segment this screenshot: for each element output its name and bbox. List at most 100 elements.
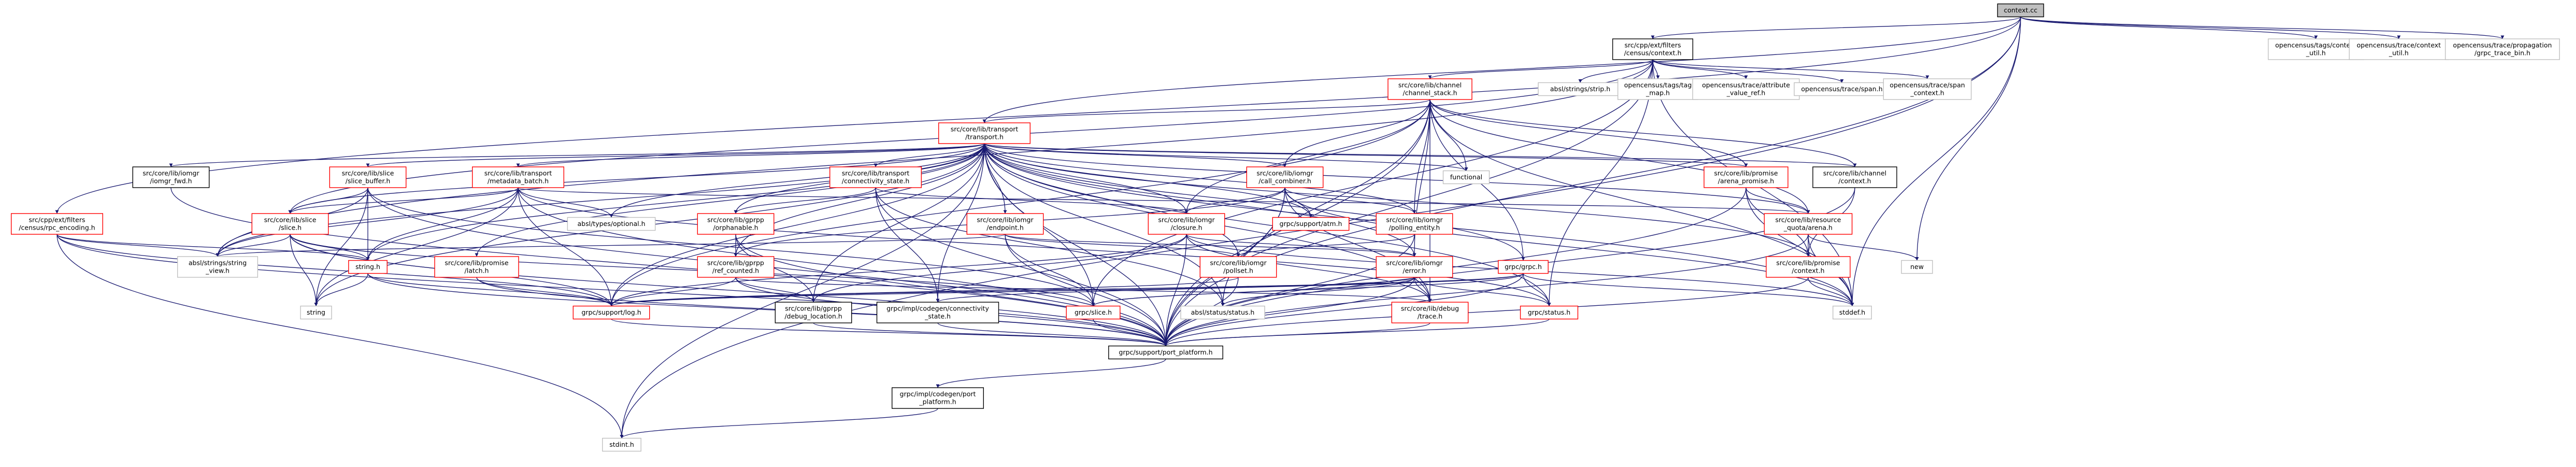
node-absl-string-view-h[interactable]: absl/strings/string_view.h xyxy=(177,256,259,278)
node-channel-context-h[interactable]: src/core/lib/channel/context.h xyxy=(1812,166,1897,188)
node-opencensus-tags-tag-map-h[interactable]: opencensus/tags/tag_map.h xyxy=(1617,78,1699,100)
edge-resource-quota-arena-h-to-port-platform-h xyxy=(1164,234,1809,346)
edge xyxy=(1164,234,1809,346)
node-impl-connectivity-state-h[interactable]: grpc/impl/codegen/connectivity_state.h xyxy=(876,302,999,323)
node-new[interactable]: new xyxy=(1901,260,1933,274)
edge xyxy=(936,359,1166,388)
node-grpc-slice-h[interactable]: grpc/slice.h xyxy=(1066,305,1121,320)
edge xyxy=(2020,16,2318,39)
edge-connectivity-state-h-to-orphanable-h xyxy=(734,187,876,214)
node-opencensus-trace-context-util-h[interactable]: opencensus/trace/context_util.h xyxy=(2349,38,2449,60)
edge-transport-metadata-batch-h-to-port-platform-h xyxy=(518,187,1168,346)
node-label: /endpoint.h xyxy=(986,224,1024,232)
edge-transport-h-to-stdint-h xyxy=(620,143,985,438)
node-grpc-status-h[interactable]: grpc/status.h xyxy=(1520,305,1579,320)
node-impl-port-platform-h[interactable]: grpc/impl/codegen/port_platform.h xyxy=(891,387,984,409)
node-absl-optional-h[interactable]: absl/types/optional.h xyxy=(567,217,656,231)
node-resource-quota-arena-h[interactable]: src/core/lib/resource_quota/arena.h xyxy=(1764,213,1853,235)
node-closure-h[interactable]: src/core/lib/iomgr/closure.h xyxy=(1148,213,1225,235)
node-functional[interactable]: functional xyxy=(1442,170,1490,185)
node-box xyxy=(300,305,332,320)
node-orphanable-h[interactable]: src/core/lib/gprpp/orphanable.h xyxy=(697,213,775,235)
node-box xyxy=(1812,166,1897,188)
node-connectivity-state-h[interactable]: src/core/lib/transport/connectivity_stat… xyxy=(829,166,922,188)
node-label: src/core/lib/gprpp xyxy=(785,305,842,313)
node-box xyxy=(1766,256,1851,278)
node-cpp-filters-census-context-h[interactable]: src/cpp/ext/filters/census/context.h xyxy=(1612,38,1694,60)
node-opencensus-trace-propagation-h[interactable]: opencensus/trace/propagation/grpc_trace_… xyxy=(2445,38,2560,60)
node-grpc-grpc-h[interactable]: grpc/grpc.h xyxy=(1498,260,1549,274)
node-core-slice-h[interactable]: src/core/lib/slice/slice.h xyxy=(251,213,329,235)
node-call-combiner-h[interactable]: src/core/lib/iomgr/call_combiner.h xyxy=(1246,166,1324,188)
node-string[interactable]: string xyxy=(300,305,332,320)
node-ref-counted-h[interactable]: src/core/lib/gprpp/ref_counted.h xyxy=(697,256,775,278)
node-absl-status-h[interactable]: absl/status/status.h xyxy=(1180,305,1265,320)
edge xyxy=(1915,17,2021,261)
edge-transport-h-to-connectivity-state-h xyxy=(874,143,985,167)
edge-cpp-filters-census-context-h-to-grpc-status-h xyxy=(1547,59,1653,306)
node-stddef-h[interactable]: stddef.h xyxy=(1833,305,1872,320)
edge xyxy=(1745,187,1854,306)
node-box xyxy=(2445,38,2560,60)
node-label: absl/status/status.h xyxy=(1191,308,1255,316)
edge xyxy=(367,187,1095,306)
node-opencensus-trace-attribute-value-ref-h[interactable]: opencensus/trace/attribute_value_ref.h xyxy=(1692,78,1800,100)
node-opencensus-trace-span-context-h[interactable]: opencensus/trace/span_context.h xyxy=(1883,78,1972,100)
node-iomgr-fwd-h[interactable]: src/core/lib/iomgr/iomgr_fwd.h xyxy=(132,166,210,188)
node-box xyxy=(329,166,407,188)
node-box xyxy=(472,166,565,188)
node-opencensus-tags-context-util-h[interactable]: opencensus/tags/context_util.h xyxy=(2268,38,2364,60)
node-promise-latch-h[interactable]: src/core/lib/promise/latch.h xyxy=(434,256,519,278)
node-slice-buffer-h[interactable]: src/core/lib/slice/slice_buffer.h xyxy=(329,166,407,188)
node-label: opencensus/trace/span xyxy=(1890,81,1965,89)
edge-context-cc-to-opencensus-tags-context-util-h xyxy=(2020,16,2318,39)
edge xyxy=(56,234,613,306)
node-transport-metadata-batch-h[interactable]: src/core/lib/transport/metadata_batch.h xyxy=(472,166,565,188)
node-channel-stack-h[interactable]: src/core/lib/channel/channel_stack.h xyxy=(1387,78,1472,100)
edge-channel-stack-h-to-closure-h xyxy=(1184,99,1430,214)
edge-channel-stack-h-to-call-combiner-h xyxy=(1283,99,1430,167)
node-absl-strings-strip-h[interactable]: absl/strings/strip.h xyxy=(1538,82,1623,96)
node-pollset-h[interactable]: src/core/lib/iomgr/pollset.h xyxy=(1199,256,1277,278)
node-stdint-h[interactable]: stdint.h xyxy=(602,437,641,452)
node-debug-trace-h[interactable]: src/core/lib/debug/trace.h xyxy=(1391,302,1469,323)
node-census-rpc-encoding-h[interactable]: src/cpp/ext/filters/census/rpc_encoding.… xyxy=(11,213,104,235)
node-label: grpc/status.h xyxy=(1528,308,1570,316)
edge-closure-h-to-iomgr-error-h xyxy=(1186,234,1416,257)
node-debug-location-h[interactable]: src/core/lib/gprpp/debug_location.h xyxy=(775,302,852,323)
node-context-cc[interactable]: context.cc xyxy=(1997,3,2044,18)
node-support-log-h[interactable]: grpc/support/log.h xyxy=(573,305,650,320)
node-label: /orphanable.h xyxy=(713,224,758,232)
node-polling-entity-h[interactable]: src/core/lib/iomgr/polling_entity.h xyxy=(1376,213,1453,235)
edge-transport-h-to-call-combiner-h xyxy=(984,143,1287,167)
edge xyxy=(366,143,985,261)
edge-context-cc-to-new xyxy=(1915,17,2021,261)
node-opencensus-trace-span-h[interactable]: opencensus/trace/span.h xyxy=(1794,82,1890,96)
node-label: absl/types/optional.h xyxy=(578,220,646,228)
node-grpc-support-atm-h[interactable]: grpc/support/atm.h xyxy=(1272,217,1350,231)
edge-slice-buffer-h-to-grpc-slice-h xyxy=(367,187,1095,306)
node-label: src/core/lib/channel xyxy=(1823,169,1886,177)
node-string-h[interactable]: string.h xyxy=(348,260,388,274)
node-endpoint-h[interactable]: src/core/lib/iomgr/endpoint.h xyxy=(966,213,1044,235)
node-port-platform-h[interactable]: grpc/support/port_platform.h xyxy=(1108,345,1223,360)
edge-transport-h-to-promise-latch-h xyxy=(475,143,985,257)
node-box xyxy=(573,305,650,320)
edge-transport-h-to-absl-optional-h xyxy=(609,143,985,218)
node-box xyxy=(1148,213,1225,235)
node-label: _map.h xyxy=(1645,89,1670,97)
node-iomgr-error-h[interactable]: src/core/lib/iomgr/error.h xyxy=(1376,256,1453,278)
node-label: _platform.h xyxy=(919,398,956,406)
node-promise-context-h[interactable]: src/core/lib/promise/context.h xyxy=(1766,256,1851,278)
node-label: _value_ref.h xyxy=(1726,89,1766,97)
edge xyxy=(288,187,368,214)
node-transport-h[interactable]: src/core/lib/transport/transport.h xyxy=(938,122,1031,144)
edge-string-h-to-port-platform-h xyxy=(367,273,1168,346)
node-label: /call_combiner.h xyxy=(1258,177,1311,185)
edge xyxy=(984,143,1168,346)
node-arena-promise-h[interactable]: src/core/lib/promise/arena_promise.h xyxy=(1704,166,1788,188)
node-label: src/core/lib/promise xyxy=(1776,259,1840,267)
edge xyxy=(290,234,1095,306)
edge-transport-h-to-grpc-grpc-h xyxy=(984,143,1525,261)
